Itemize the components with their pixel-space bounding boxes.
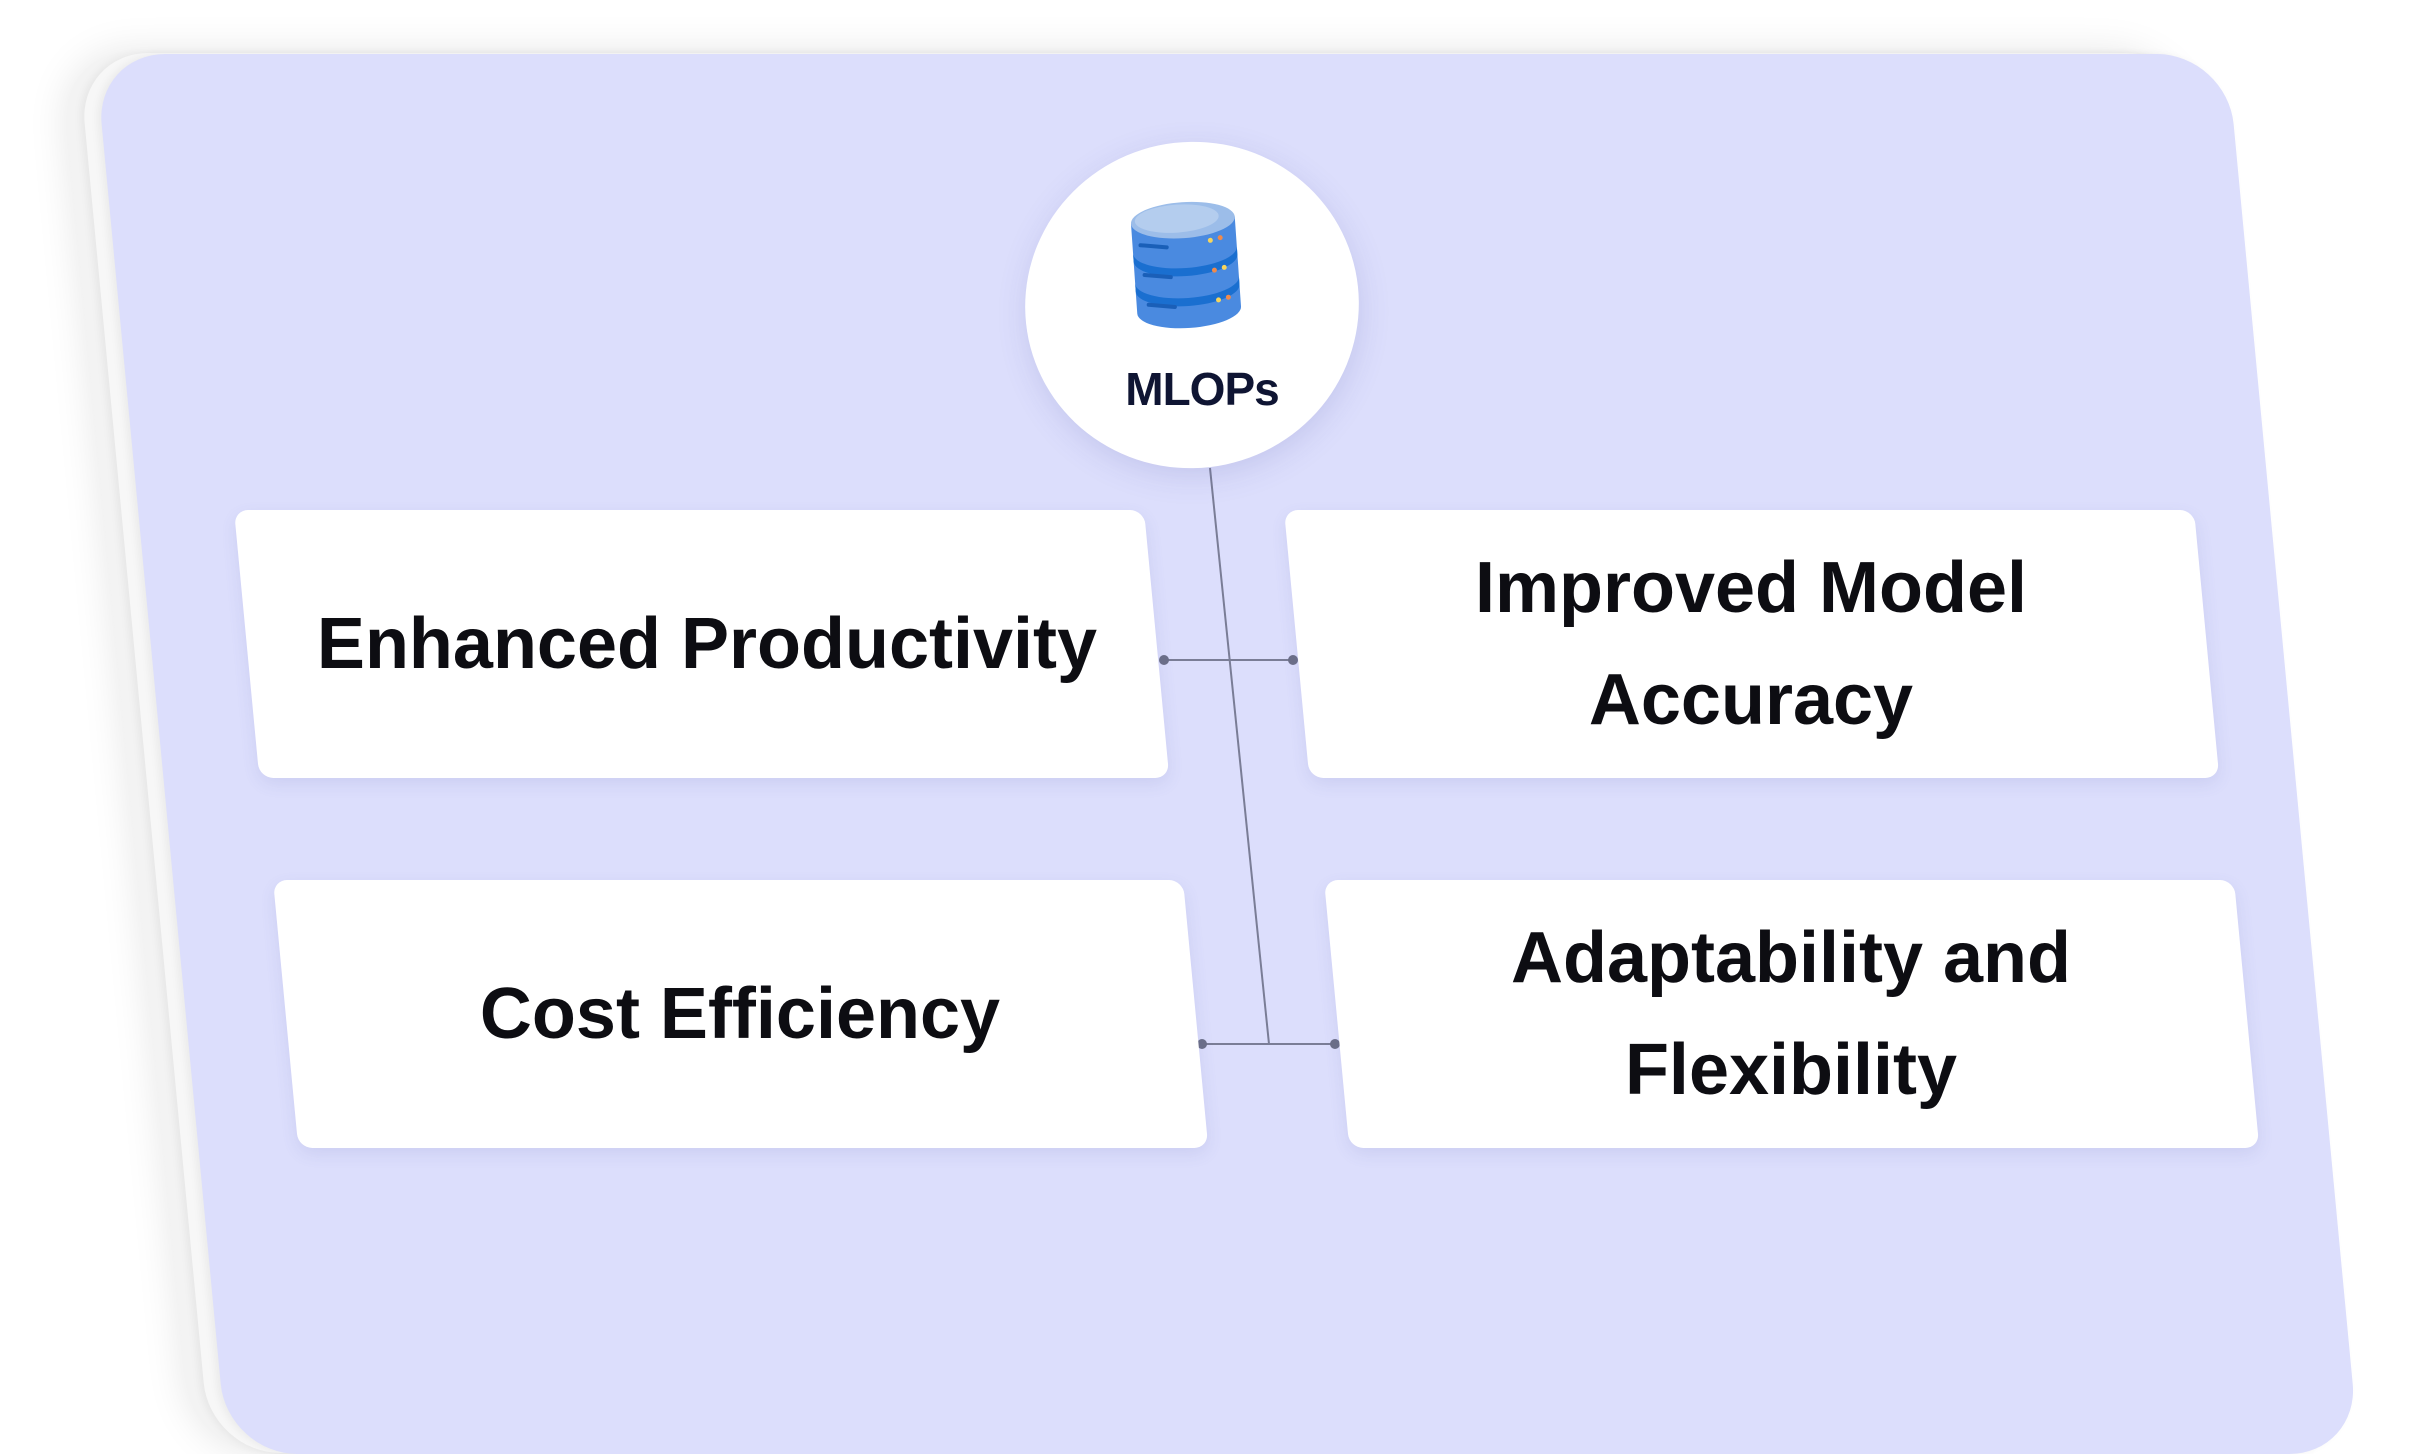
benefit-box-enhanced-productivity: Enhanced Productivity [234,510,1170,778]
connector-dot [1330,1039,1340,1049]
benefit-label: Enhanced Productivity [316,604,1098,684]
database-icon [1130,201,1242,329]
connector-dot [1197,1039,1207,1049]
benefit-label: Cost Efficiency [479,974,1001,1054]
benefit-box-adaptability-flexibility: Adaptability and Flexibility [1324,880,2260,1148]
benefit-box-cost-efficiency: Cost Efficiency [273,880,1209,1148]
benefit-label: Improved Model Accuracy [1474,548,2028,740]
connector-dot [1159,655,1169,665]
benefit-box-improved-model-accuracy: Improved Model Accuracy [1284,510,2220,778]
connector-dot [1288,655,1298,665]
hub-label: MLOPs [1125,363,1279,415]
benefit-label: Adaptability and Flexibility [1510,918,2072,1110]
connector-lines [1159,467,1340,1049]
trunk-line [1209,467,1270,1045]
